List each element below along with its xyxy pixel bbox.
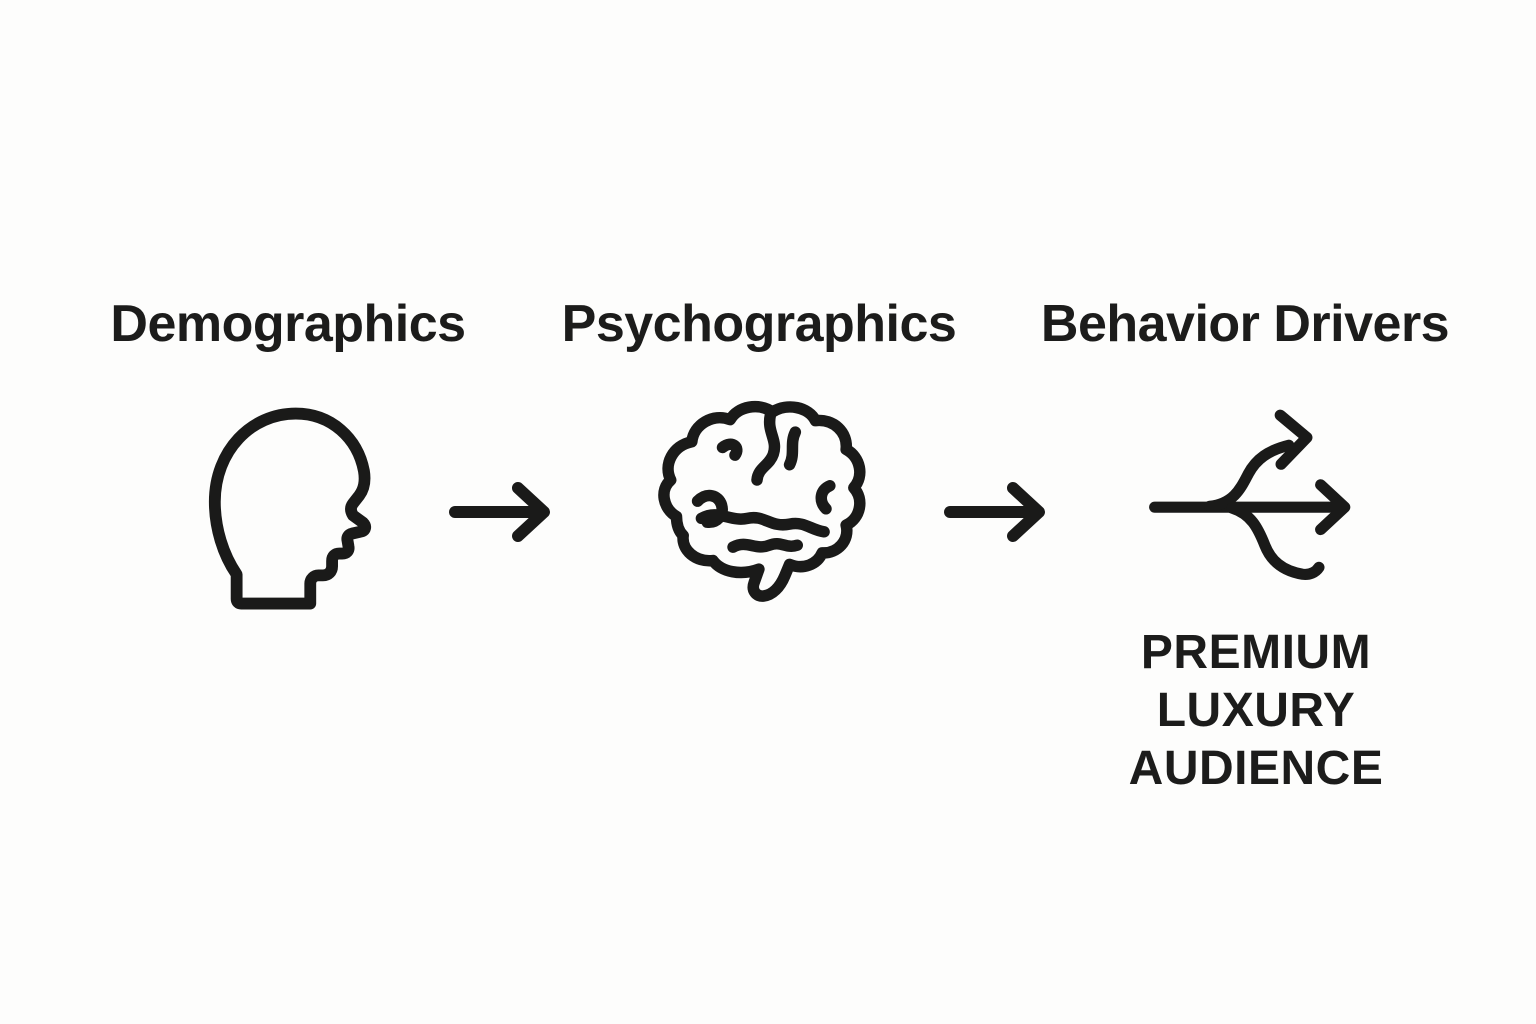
result-line-luxury: LUXURY bbox=[1156, 684, 1356, 737]
step-label-behavior-drivers: Behavior Drivers bbox=[1040, 295, 1450, 353]
result-line-audience: AUDIENCE bbox=[1128, 742, 1384, 795]
brain-icon bbox=[642, 392, 872, 616]
branching-arrows-icon bbox=[1122, 382, 1380, 610]
result-caption: PREMIUM LUXURY AUDIENCE bbox=[1129, 624, 1384, 798]
head-profile-icon bbox=[193, 396, 393, 622]
step-label-demographics: Demographics bbox=[110, 295, 466, 353]
result-line-premium: PREMIUM bbox=[1140, 626, 1372, 679]
step-label-psychographics: Psychographics bbox=[561, 295, 957, 353]
arrow-right-icon bbox=[938, 470, 1063, 554]
arrow-right-icon bbox=[443, 470, 568, 554]
